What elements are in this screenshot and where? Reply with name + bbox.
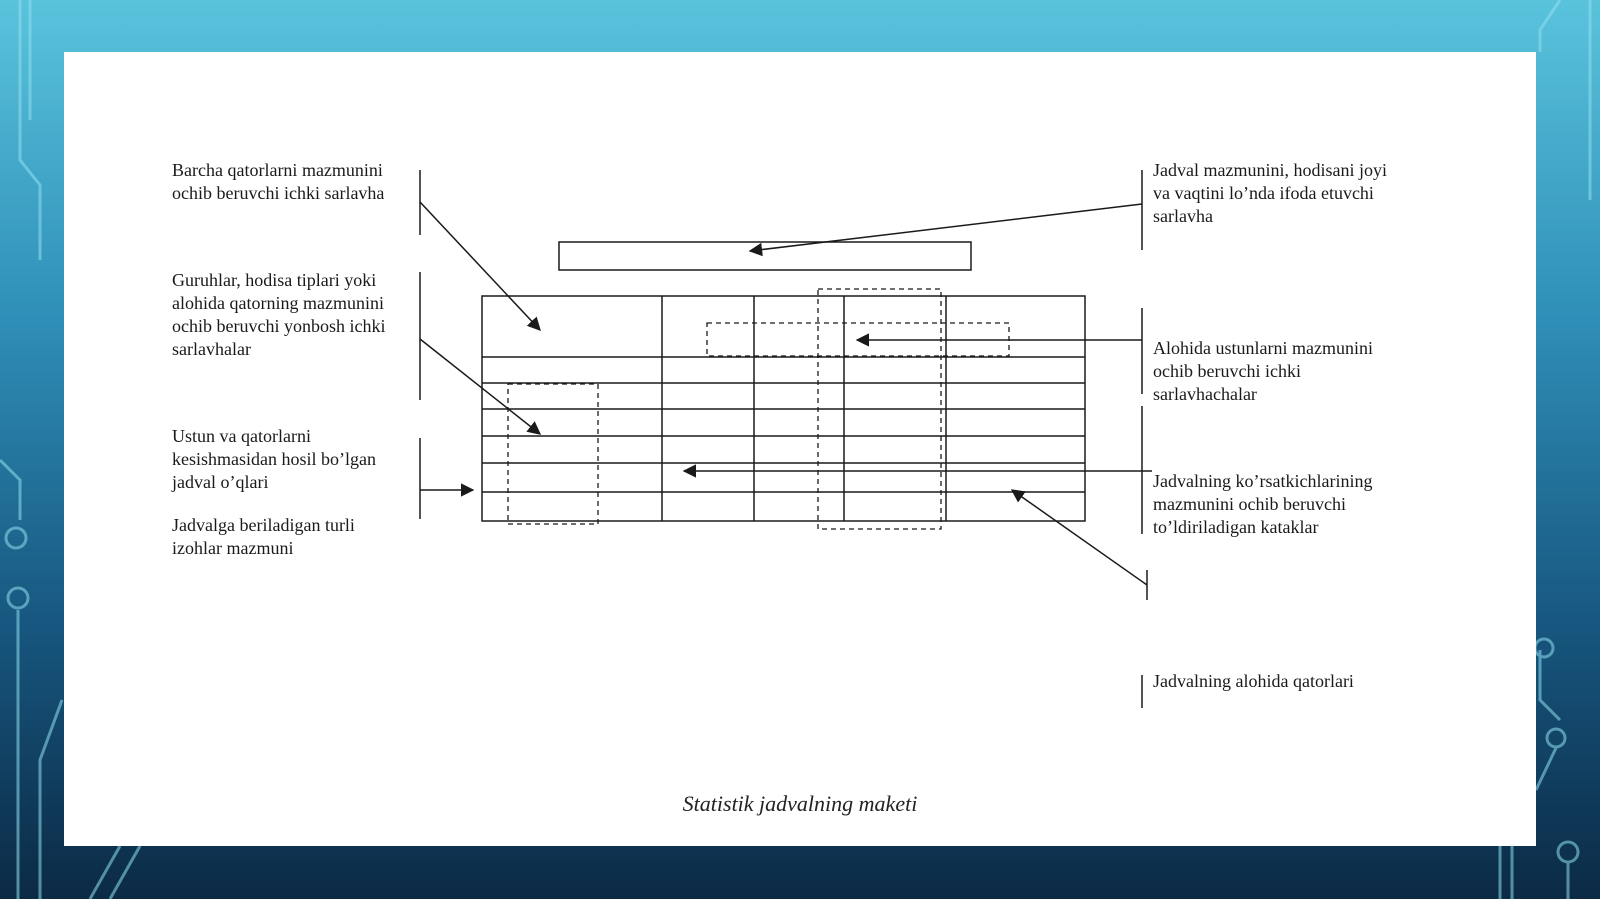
arrow-inner-header [419, 201, 541, 331]
diagram-caption: Statistik jadvalning maketi [682, 791, 918, 816]
label-inner-header: Barcha qatorlarni mazmunini ochib beruvc… [172, 160, 385, 203]
label-rows: Jadvalning alohida qatorlari [1153, 671, 1354, 691]
circuit-trace [1538, 650, 1562, 722]
slide: Barcha qatorlarni mazmunini ochib beruvc… [64, 52, 1536, 846]
circuit-trace [108, 845, 142, 899]
circuit-trace [38, 699, 64, 899]
label-main-title: Jadval mazmunini, hodisani joyi va vaqti… [1153, 160, 1387, 226]
circuit-node [6, 586, 30, 610]
circuit-node [1533, 637, 1555, 659]
circuit-node [4, 526, 28, 550]
arrow-side-headers [419, 338, 542, 435]
arrow-title [748, 203, 1143, 257]
circuit-trace [1534, 747, 1558, 791]
title-box [558, 241, 972, 271]
circuit-node [1556, 840, 1580, 864]
label-side-headers: Guruhlar, hodisa tiplari yoki alohida qa… [172, 270, 386, 359]
arrow-rows [1010, 489, 1148, 586]
circuit-trace [88, 845, 122, 899]
circuit-node [1545, 727, 1567, 749]
side-headers-highlight [507, 383, 599, 525]
table-layout-diagram [419, 170, 1152, 708]
circuit-trace [18, 0, 42, 260]
circuit-trace [1538, 0, 1562, 52]
label-notes: Jadvalga beriladigan turli izohlar mazmu… [172, 515, 355, 558]
circuit-trace [0, 458, 22, 520]
column-highlight [817, 288, 942, 530]
table-grid [481, 295, 1086, 522]
label-cells: Ustun va qatorlarni kesishmasidan hosil … [172, 426, 376, 492]
label-column-headers: Alohida ustunlarni mazmunini ochib beruv… [1153, 338, 1373, 404]
label-indicator-cells: Jadvalning ko’rsatkichlarining mazmunini… [1153, 471, 1373, 537]
